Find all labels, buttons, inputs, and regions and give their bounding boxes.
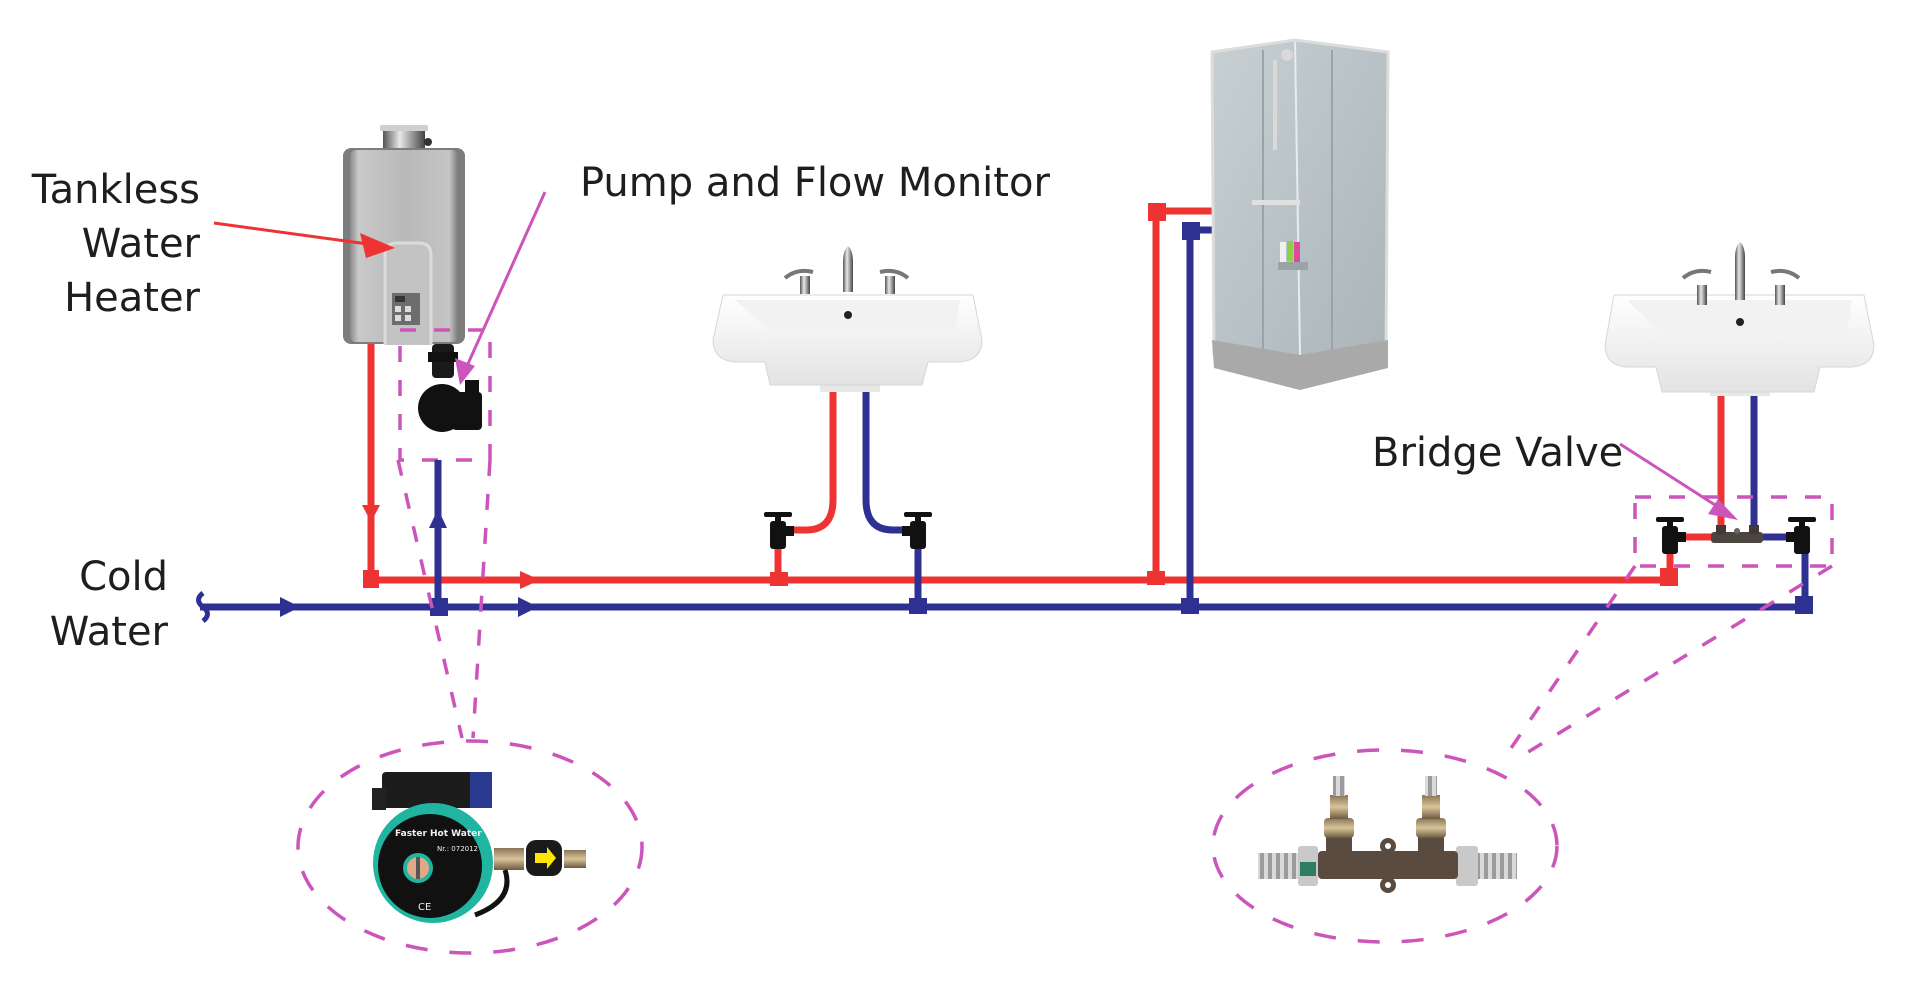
bridge-valve-zoom-connector xyxy=(1501,564,1833,762)
flow-arrow-icon xyxy=(280,597,300,617)
pump-label: Pump and Flow Monitor xyxy=(580,160,1050,206)
flow-arrow-icon xyxy=(518,597,538,617)
pump-callout-arrow xyxy=(455,191,547,385)
cold-water-pipes xyxy=(196,222,1813,623)
shutoff-valve-icon xyxy=(1656,517,1686,554)
pipe-tee xyxy=(770,572,788,586)
shutoff-valve-icon xyxy=(764,512,794,549)
pump-highlight-box xyxy=(398,328,492,462)
cold-water-label-line2: Water xyxy=(50,609,169,655)
hot-water-pipes xyxy=(362,203,1725,589)
cold-water-label: Cold Water xyxy=(50,554,169,655)
pump-model-text: Nr.: 072012 xyxy=(437,845,478,853)
pipe-elbow xyxy=(1795,596,1813,614)
pipe-elbow xyxy=(363,570,379,588)
bridge-valve-callout-arrow xyxy=(1619,442,1738,520)
pipe-elbow xyxy=(1182,222,1200,240)
heater-label-line2: Water xyxy=(82,221,201,267)
bridge-valve-icon xyxy=(1711,525,1763,543)
pipe-tee xyxy=(430,598,448,616)
pipe-tee xyxy=(1181,598,1199,614)
flow-arrow-icon xyxy=(429,509,447,528)
pipe-elbow xyxy=(1148,203,1166,221)
flow-arrow-icon xyxy=(362,505,380,522)
pipe-break-icon xyxy=(196,591,210,623)
water-heater-icon xyxy=(343,125,465,345)
heater-label: Tankless Water Heater xyxy=(31,167,201,321)
shower-icon xyxy=(1210,38,1390,390)
shutoff-valve-icon xyxy=(902,512,932,549)
pump-detail-ellipse xyxy=(296,739,644,955)
pump-brand-text: Faster Hot Water xyxy=(395,829,482,839)
flow-arrow-icon xyxy=(520,571,540,589)
sink-icon xyxy=(1604,242,1875,396)
bridge-valve-detail-ellipse xyxy=(1211,748,1559,944)
cold-water-label-line1: Cold xyxy=(79,554,168,600)
heater-callout-arrow xyxy=(213,221,395,258)
sink-icon xyxy=(712,246,983,392)
bridge-valve-label: Bridge Valve xyxy=(1372,430,1623,476)
shutoff-valve-icon xyxy=(1786,517,1816,554)
heater-label-line1: Tankless xyxy=(31,167,200,213)
bridge-valve-detail-icon xyxy=(1258,776,1517,893)
pump-zoom-connector xyxy=(396,459,492,739)
pump-icon xyxy=(418,344,482,432)
pipe-tee xyxy=(1147,571,1165,585)
pipe-tee xyxy=(909,598,927,614)
pump-ce-mark: CE xyxy=(418,902,431,913)
pump-detail-icon: Faster Hot Water Nr.: 072012 CE xyxy=(372,772,586,923)
heater-label-line3: Heater xyxy=(64,275,200,321)
pipe-elbow xyxy=(1660,568,1678,586)
